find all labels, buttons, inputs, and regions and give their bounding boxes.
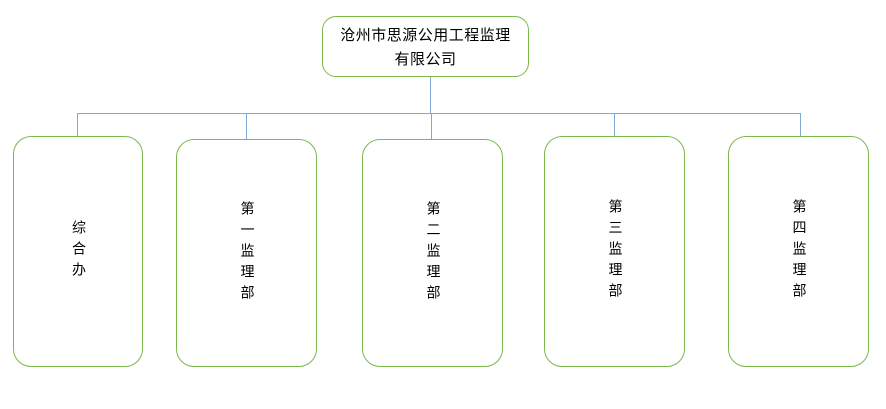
org-node-child-5[interactable]: 第四监理部 (728, 136, 869, 367)
connector-horizontal-bus (77, 113, 801, 114)
org-node-child-3[interactable]: 第二监理部 (362, 139, 503, 367)
connector-drop-1 (77, 113, 78, 136)
org-node-child-2[interactable]: 第一监理部 (176, 139, 317, 367)
org-node-child-5-label: 第四监理部 (790, 199, 807, 304)
connector-root-stem (430, 77, 431, 113)
connector-drop-4 (614, 113, 615, 136)
org-node-child-3-label: 第二监理部 (424, 200, 441, 306)
org-node-child-1[interactable]: 综合办 (13, 136, 143, 367)
connector-drop-2 (246, 113, 247, 139)
connector-drop-5 (800, 113, 801, 136)
connector-drop-3 (431, 113, 432, 139)
org-node-child-2-label: 第一监理部 (238, 200, 255, 306)
org-node-child-4-label: 第三监理部 (606, 199, 623, 304)
org-node-child-4[interactable]: 第三监理部 (544, 136, 685, 367)
org-node-child-1-label: 综合办 (70, 220, 86, 283)
org-node-root-label: 沧州市思源公用工程监理 有限公司 (340, 25, 511, 68)
org-node-root[interactable]: 沧州市思源公用工程监理 有限公司 (322, 16, 529, 77)
